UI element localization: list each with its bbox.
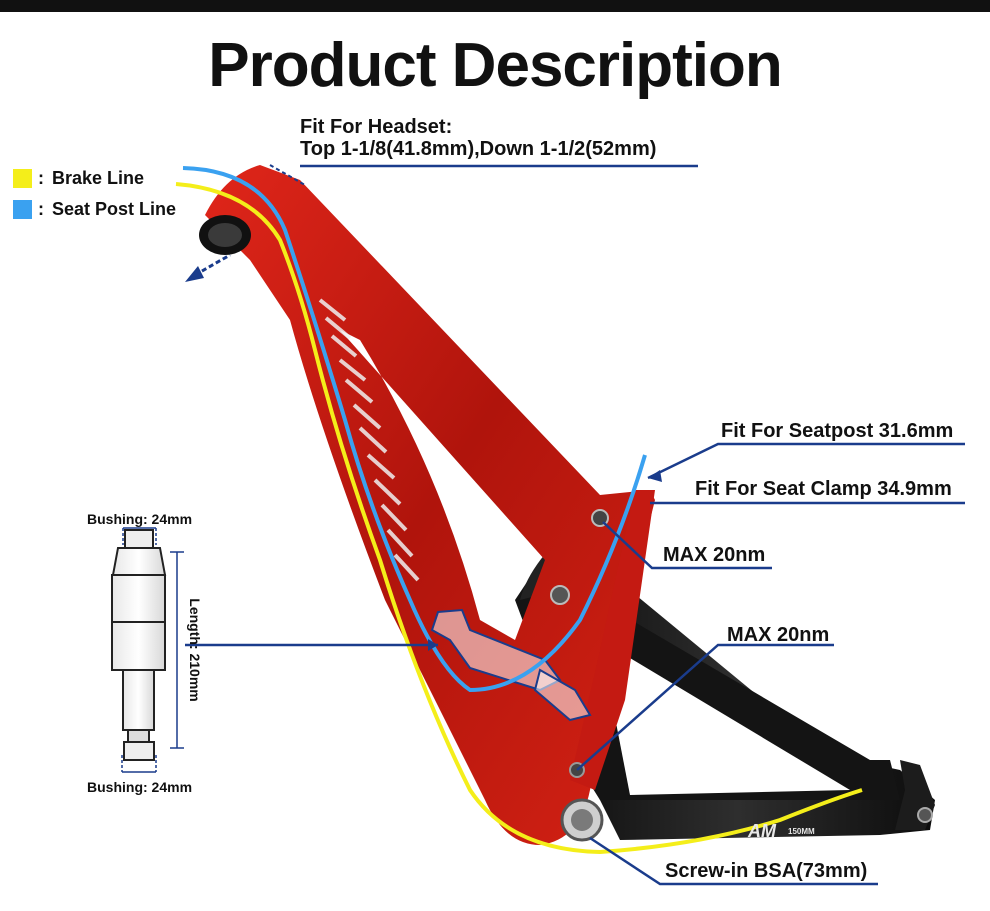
frame-decal-stripes (318, 298, 420, 582)
seat-post-line (182, 166, 647, 693)
bottom-bracket-callout-line (589, 836, 878, 886)
seatpost-callout-line (647, 442, 965, 480)
rear-shock-diagram (111, 529, 167, 761)
length-label: Length: 210mm (187, 598, 203, 702)
legend-separator: : (38, 168, 44, 188)
bushing-bottom-label: Bushing: 24mm (87, 779, 193, 795)
brake-line-swatch (13, 169, 32, 188)
legend-label-brake-line: Brake Line (52, 168, 145, 188)
brake-line (175, 182, 863, 855)
seat-clamp-spec: Fit For Seat Clamp 34.9mm (695, 478, 952, 500)
torque-upper-spec: MAX 20nm (663, 544, 766, 566)
rear-triangle-opening (600, 640, 850, 795)
top-bar (0, 0, 990, 12)
dropout-bolt (917, 807, 933, 823)
headset-arrow-down (194, 253, 231, 277)
pivot-bolt-main (550, 585, 570, 605)
torque-lower-spec: MAX 20nm (727, 624, 830, 646)
bushing-top-label: Bushing: 24mm (87, 511, 193, 527)
bottom-bracket-spec: Screw-in BSA(73mm) (665, 860, 868, 882)
frame-decal-am: AM (747, 821, 777, 841)
legend-item-brake-line: : Brake Line (13, 168, 144, 189)
seatpost-spec: Fit For Seatpost 31.6mm (721, 420, 954, 442)
torque-lower-callout-line (576, 643, 834, 771)
headset-spec: Top 1-1/8(41.8mm),Down 1-1/2(52mm) (300, 138, 657, 160)
seat-tube (570, 490, 655, 790)
frame-decal-sub: 150MM (788, 827, 815, 836)
headset-title: Fit For Headset: (300, 116, 453, 138)
page-title: Product Description (208, 31, 783, 100)
legend-item-seat-post-line: : Seat Post Line (13, 199, 176, 220)
torque-upper-callout-line (602, 521, 772, 570)
seat-post-line-swatch (13, 200, 32, 219)
legend-label-seat-post-line: Seat Post Line (52, 199, 177, 219)
legend-separator: : (38, 199, 44, 219)
